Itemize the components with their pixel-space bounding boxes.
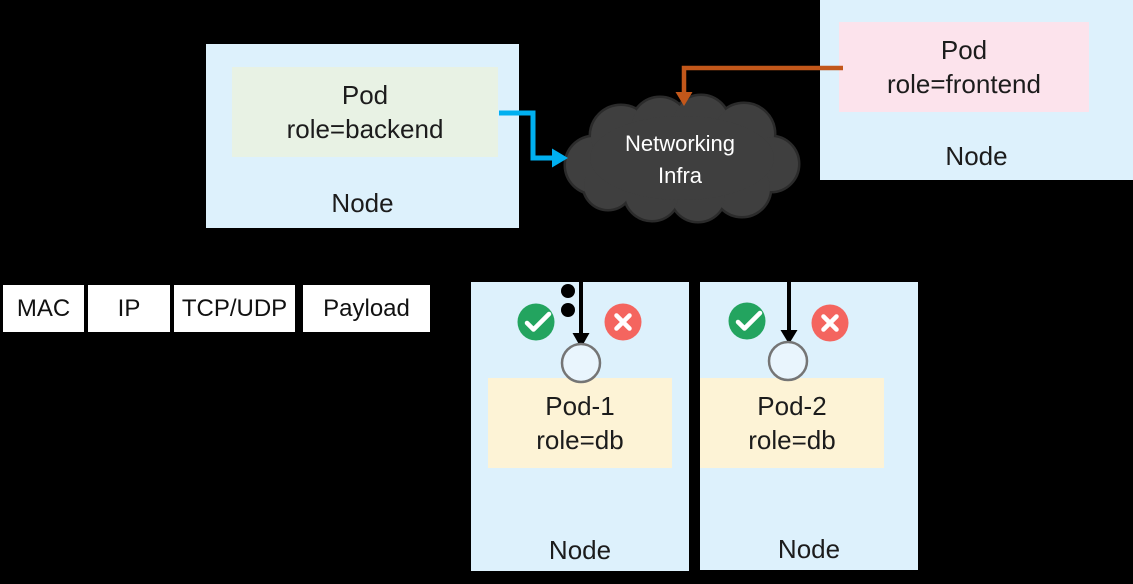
pod-frontend-selector: role=frontend — [887, 69, 1041, 99]
pod-db1-name: Pod-1 — [545, 391, 615, 421]
pod-backend-selector: role=backend — [286, 114, 444, 144]
node-label: Node — [945, 141, 1008, 171]
pod-db2-selector: role=db — [748, 425, 836, 455]
node-label: Node — [548, 535, 612, 565]
cloud-label-line1: Networking — [624, 131, 736, 156]
packet-segment-payload: Payload — [303, 285, 430, 332]
node-box-db1: Pod-1 role=db Node — [471, 282, 689, 571]
packet-segment-tcpudp: TCP/UDP — [174, 285, 295, 332]
pod-frontend-box: Pod role=frontend — [839, 22, 1089, 112]
frontend-to-cloud-arrow — [675, 65, 843, 106]
pod-db1-selector: role=db — [536, 425, 624, 455]
pod-backend-name: Pod — [341, 80, 389, 110]
cloud-label: Networking Infra — [565, 128, 795, 192]
packet-segment-mac: MAC — [3, 285, 84, 332]
node-label: Node — [777, 534, 841, 564]
node-box-db2: Pod-2 role=db Node — [700, 282, 918, 570]
pod-backend-box: Pod role=backend — [232, 67, 498, 157]
pod-frontend-name: Pod — [940, 35, 988, 65]
node-box-frontend: Pod role=frontend Node — [820, 0, 1133, 180]
pod-db2-box: Pod-2 role=db — [700, 378, 884, 468]
cloud-label-line2: Infra — [657, 163, 703, 188]
pod-db2-name: Pod-2 — [757, 391, 827, 421]
pod-db1-box: Pod-1 role=db — [488, 378, 672, 468]
packet-segment-ip: IP — [88, 285, 170, 332]
node-box-backend: Pod role=backend Node — [206, 44, 519, 228]
node-label: Node — [331, 188, 394, 218]
